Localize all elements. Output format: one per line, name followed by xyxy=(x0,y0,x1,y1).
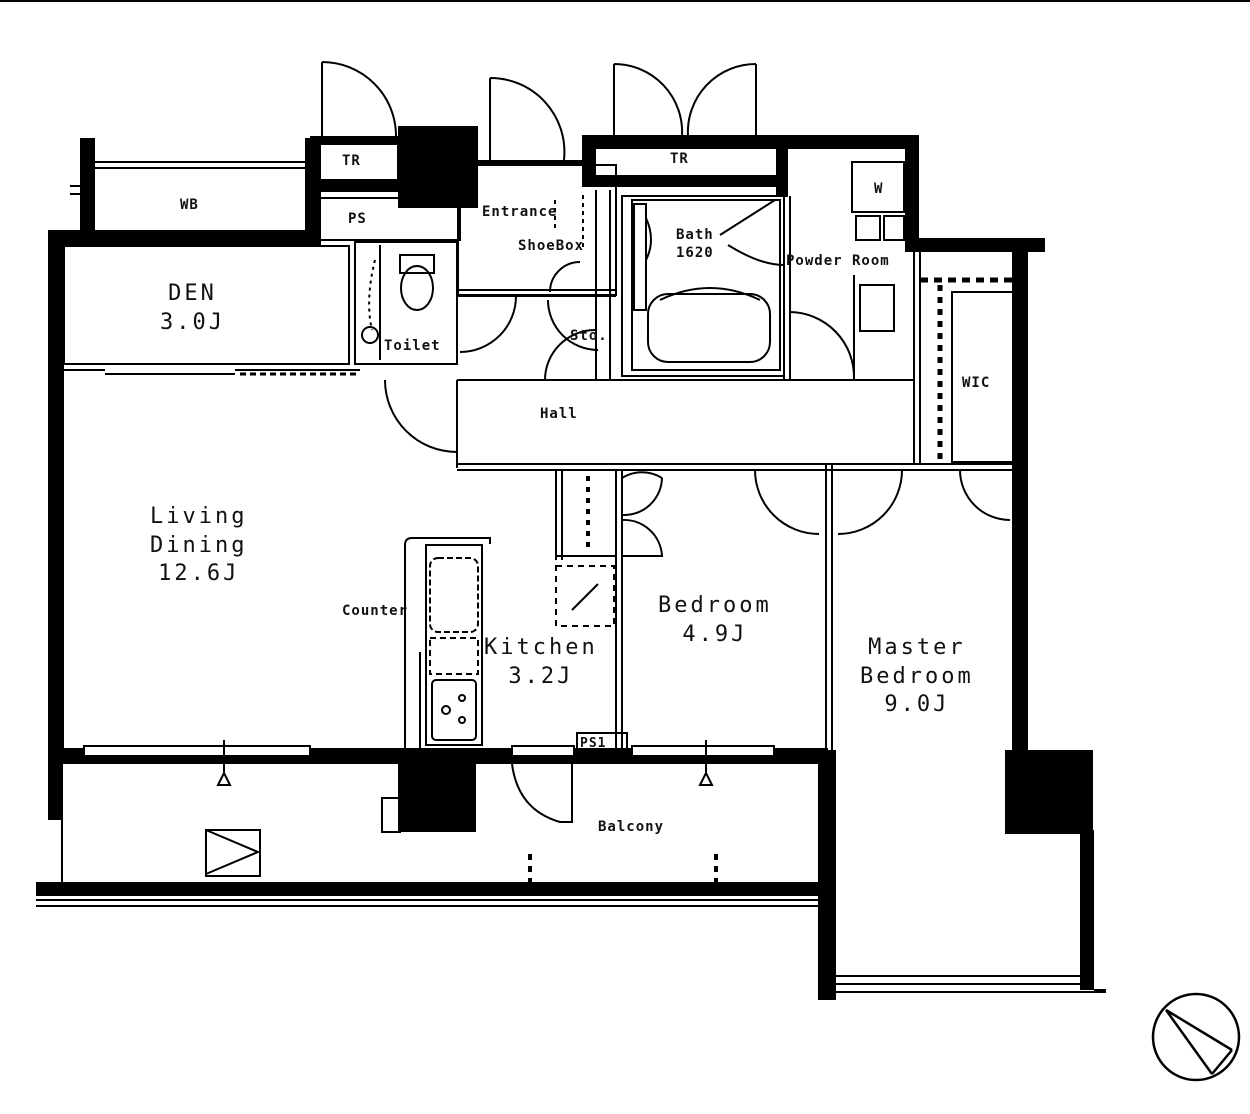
kitchen-area: 3.2J xyxy=(508,663,574,689)
den-room-label: DEN 3.0J xyxy=(160,280,225,337)
ps-label: PS xyxy=(348,211,367,227)
bath-name: Bath xyxy=(676,227,714,243)
living-name: Living xyxy=(150,504,248,529)
ps1-label: PS1 xyxy=(580,736,607,751)
counter-label: Counter xyxy=(342,603,409,619)
den-area: 3.0J xyxy=(160,309,225,335)
kitchen-room-label: Kitchen 3.2J xyxy=(484,634,598,691)
bedroom-name: Bedroom xyxy=(658,593,772,618)
balcony-label: Balcony xyxy=(598,819,665,835)
master-area: 9.0J xyxy=(884,692,950,718)
entrance-label: Entrance xyxy=(482,204,558,220)
wic-label: WIC xyxy=(962,375,991,391)
wb-label: WB xyxy=(180,197,199,213)
washer-label: W xyxy=(874,181,884,197)
bedroom-area: 4.9J xyxy=(682,621,748,647)
toilet-label: Toilet xyxy=(384,338,441,354)
shoebox-label: ShoeBox xyxy=(518,238,585,254)
bath-label: Bath 1620 xyxy=(676,226,714,262)
tr-label-2: TR xyxy=(670,151,689,167)
living-dining-room-label: Living Dining 12.6J xyxy=(150,503,247,589)
powder-room-label: Powder Room xyxy=(786,253,890,269)
tr-label-1: TR xyxy=(342,153,361,169)
hall-label: Hall xyxy=(540,406,578,422)
master-name-2: Bedroom xyxy=(860,663,974,689)
north-arrow-icon xyxy=(1151,992,1241,1082)
dining-name: Dining xyxy=(150,532,248,558)
den-name: DEN xyxy=(168,281,217,306)
storage-label: Sto. xyxy=(570,328,608,344)
bath-size: 1620 xyxy=(676,245,714,262)
living-area: 12.6J xyxy=(158,561,240,587)
master-name-1: Master xyxy=(868,635,966,660)
bedroom-room-label: Bedroom 4.9J xyxy=(658,592,772,649)
master-bedroom-room-label: Master Bedroom 9.0J xyxy=(860,634,974,720)
top-border-line xyxy=(0,0,1250,2)
partition-lines xyxy=(36,61,1106,993)
kitchen-name: Kitchen xyxy=(484,635,598,660)
